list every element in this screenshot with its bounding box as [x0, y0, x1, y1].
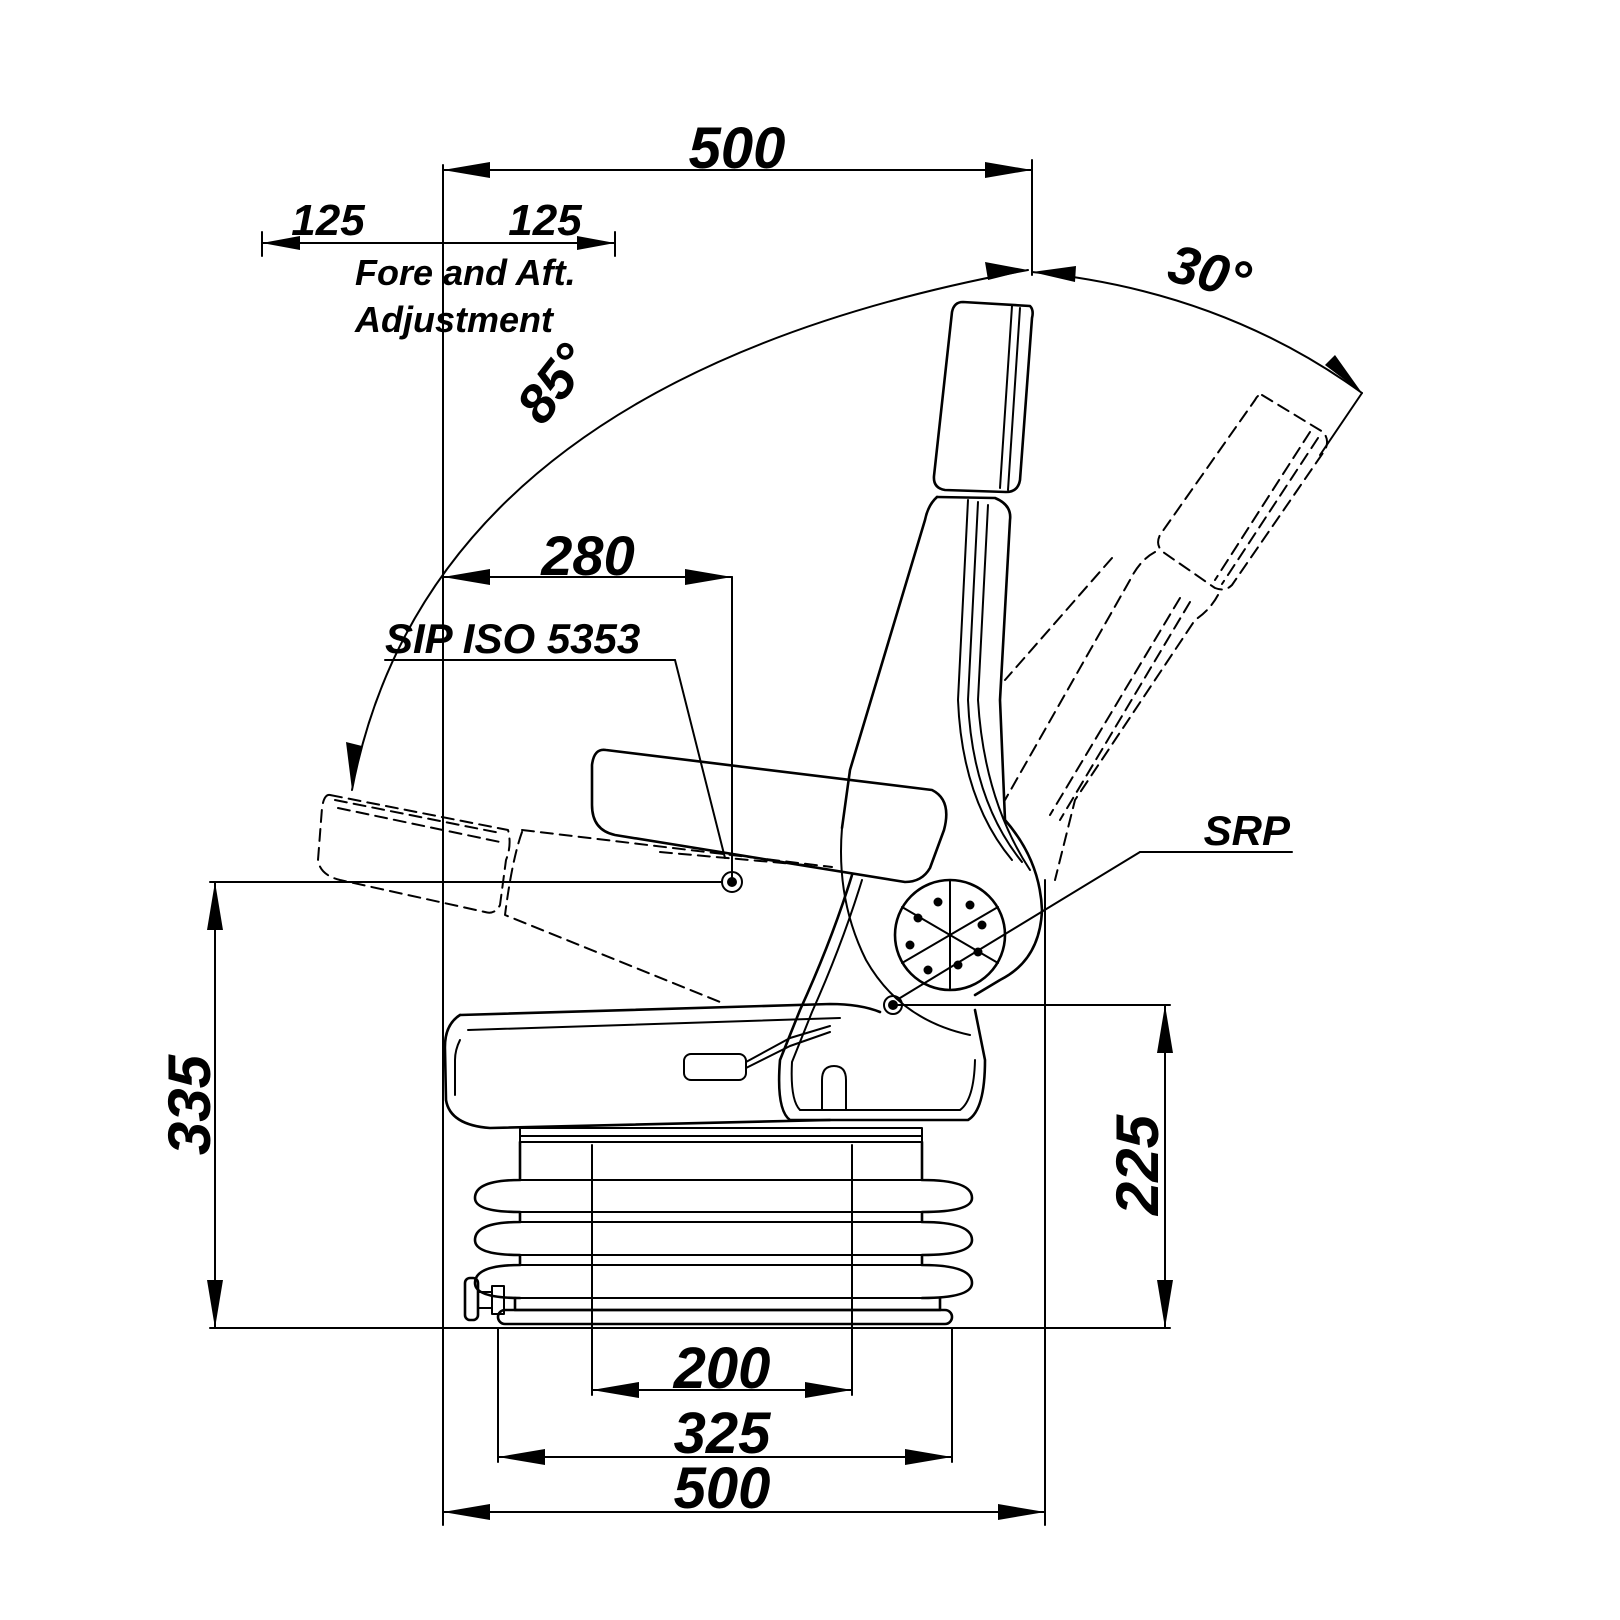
sip-height-value: 335 — [156, 1053, 223, 1155]
arrowhead — [207, 1280, 223, 1328]
backrest-rear-outline — [935, 495, 1044, 997]
fore-aft-left-value: 125 — [291, 196, 365, 245]
sip-leader — [674, 659, 726, 859]
arrowhead — [207, 882, 223, 930]
bracket-curve — [840, 827, 971, 1036]
hinge-bolt — [973, 947, 983, 957]
forward-angle-value: 85° — [505, 333, 603, 435]
seat-outline — [317, 300, 1329, 1326]
arrowhead — [592, 1382, 639, 1398]
folded-backrest-bottom — [504, 831, 726, 1005]
headrest — [932, 300, 1034, 494]
headrest-seam — [1007, 307, 1021, 491]
folded-headrest-seam — [337, 807, 501, 843]
reclined-backrest-rear — [1054, 594, 1219, 881]
fore-aft-label-line1: Fore and Aft. — [355, 252, 576, 293]
srp-label: SRP — [1204, 807, 1291, 854]
srp-height-value: 225 — [1104, 1113, 1171, 1216]
arrowhead — [805, 1382, 852, 1398]
arrowhead — [1325, 355, 1362, 393]
arrowhead — [1157, 1280, 1173, 1328]
top-width-value: 500 — [689, 116, 786, 181]
seat-edge — [454, 1039, 461, 1096]
base-overall-value: 500 — [674, 1456, 771, 1521]
headrest-seam — [999, 305, 1013, 489]
backrest-front-outline — [840, 495, 939, 830]
sip-offset-value: 280 — [540, 524, 634, 587]
seat-top-outline — [458, 1002, 882, 1017]
hinge-spoke — [901, 906, 999, 964]
reclined-backrest-seam — [1059, 601, 1191, 821]
folded-headrest-seam — [334, 799, 501, 834]
arrowhead — [443, 1504, 490, 1520]
fore-aft-label-line2: Adjustment — [354, 299, 555, 340]
srp-point — [888, 1000, 898, 1010]
seat-linkage — [745, 1031, 831, 1069]
sip-label: SIP ISO 5353 — [385, 615, 640, 662]
reclined-headrest-dashed — [1157, 393, 1329, 591]
recline-angle-arc — [1031, 271, 1363, 394]
arrowhead — [262, 236, 300, 250]
bracket-slot — [821, 1065, 847, 1111]
bellows-left — [473, 1140, 522, 1300]
arrowhead — [905, 1449, 952, 1465]
folded-headrest-dashed — [317, 793, 511, 914]
backrest-seam — [977, 504, 1031, 871]
reclined-headrest-seam — [1214, 431, 1311, 581]
reclined-headrest-seam — [1221, 437, 1319, 585]
srp-leader — [899, 851, 1141, 999]
arrowhead — [985, 162, 1032, 178]
arrowhead — [443, 569, 490, 585]
base-middle-value: 325 — [674, 1401, 772, 1466]
hinge-bolt — [977, 920, 987, 930]
folded-backrest-top — [521, 829, 833, 868]
arrowhead — [346, 742, 362, 790]
backrest-seam — [967, 501, 1023, 863]
seat-front-outline — [443, 1013, 832, 1130]
reclined-backrest-seam — [1049, 597, 1181, 816]
arrowhead — [1157, 1005, 1173, 1053]
fore-aft-right-value: 125 — [508, 196, 582, 245]
knob-collar — [491, 1285, 505, 1315]
dimension-lines — [207, 159, 1363, 1526]
reclined-backrest-front — [1004, 551, 1156, 801]
side-bracket-inner — [790, 879, 976, 1111]
reclined-backrest-edge — [1004, 557, 1113, 681]
side-bracket — [777, 873, 987, 1122]
armrest — [590, 748, 948, 884]
arrowhead — [685, 569, 732, 585]
arrowhead — [998, 1504, 1045, 1520]
hinge-bolt — [953, 960, 963, 970]
sip-point — [727, 877, 737, 887]
hinge-bolt — [933, 897, 943, 907]
arrowhead — [443, 162, 490, 178]
hinge-bolt — [905, 940, 915, 950]
arrowhead — [498, 1449, 545, 1465]
forward-angle-arc — [351, 269, 1029, 791]
hinge-bolt — [965, 900, 975, 910]
base-plate — [496, 1308, 954, 1326]
bellows-right — [920, 1140, 974, 1300]
seat-edge — [467, 1017, 841, 1031]
folded-backrest-seam — [659, 851, 806, 866]
arrowhead — [577, 236, 615, 250]
base-upper — [513, 1296, 942, 1312]
seat-linkage — [745, 1025, 831, 1063]
base-inner-value: 200 — [673, 1336, 771, 1401]
arrowhead — [985, 262, 1028, 280]
hinge-bolt — [913, 913, 923, 923]
arrowhead — [1032, 266, 1076, 282]
hinge-bolt — [923, 965, 933, 975]
seat-adjust-handle — [683, 1053, 747, 1081]
backrest-seam — [957, 499, 1013, 861]
